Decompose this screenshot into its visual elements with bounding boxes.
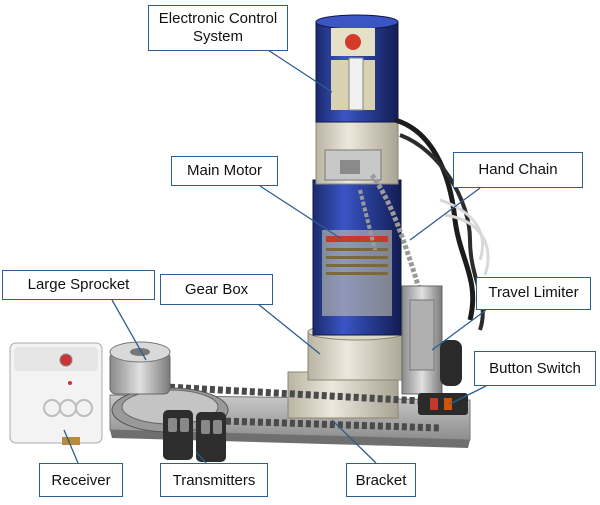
transmitters xyxy=(163,410,226,462)
callout-button-switch: Button Switch xyxy=(474,351,596,386)
motor-collar xyxy=(315,117,399,185)
leader-receiver xyxy=(63,429,79,464)
leader-electronic-control-system xyxy=(267,49,333,93)
leader-large-sprocket xyxy=(111,299,147,361)
small-sprocket-hub xyxy=(109,341,171,395)
button-switch xyxy=(418,393,468,415)
callout-transmitters: Transmitters xyxy=(160,463,268,497)
callout-main-motor: Main Motor xyxy=(171,156,278,186)
callout-hand-chain: Hand Chain xyxy=(453,152,583,188)
callout-gear-box: Gear Box xyxy=(160,274,273,305)
callout-bracket: Bracket xyxy=(346,463,416,497)
leader-main-motor xyxy=(259,185,341,239)
leader-hand-chain xyxy=(409,187,481,241)
callout-receiver: Receiver xyxy=(39,463,123,497)
leader-travel-limiter xyxy=(431,309,487,351)
travel-limiter xyxy=(401,285,462,395)
callout-large-sprocket: Large Sprocket xyxy=(2,270,155,300)
callout-electronic-control-system: Electronic Control System xyxy=(148,5,288,51)
leader-bracket xyxy=(331,419,377,464)
electronic-control-system xyxy=(315,14,399,123)
leader-transmitters xyxy=(195,451,207,464)
leader-button-switch xyxy=(449,385,487,405)
main-motor xyxy=(312,179,402,336)
callout-leaders xyxy=(63,49,487,464)
callout-travel-limiter: Travel Limiter xyxy=(476,277,591,310)
receiver-box xyxy=(9,342,103,445)
leader-gear-box xyxy=(257,303,321,355)
